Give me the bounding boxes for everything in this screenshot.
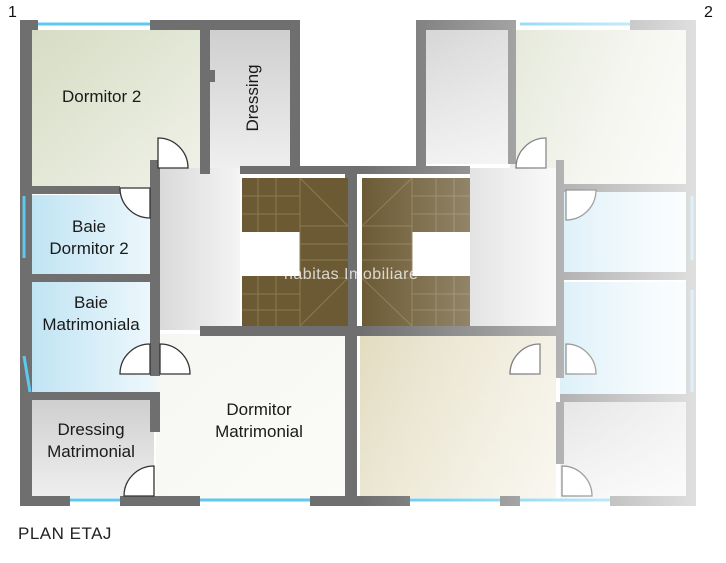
walls-left xyxy=(20,20,360,506)
stairs-left xyxy=(242,177,349,327)
hall-left-fill xyxy=(158,168,240,330)
label-dormitor-2: Dormitor 2 xyxy=(62,87,142,106)
label-dressing-matrimonial: Dressing Matrimonial xyxy=(47,420,135,461)
right-unit-fade xyxy=(360,18,726,510)
watermark: habitas Imobiliare xyxy=(284,266,419,283)
windows-left xyxy=(22,22,310,502)
label-baie-dormitor-2: Baie Dormitor 2 xyxy=(49,217,129,258)
label-baie-matrimoniala: Baie Matrimoniala xyxy=(42,293,140,334)
room-dormitor-matrimonial-fill xyxy=(156,334,350,500)
label-dressing: Dressing xyxy=(243,64,262,132)
plan-title: PLAN ETAJ xyxy=(18,524,112,543)
room-dressing-fill xyxy=(208,30,296,168)
unit-number-left: 1 xyxy=(8,4,17,21)
label-dormitor-matrimonial: Dormitor Matrimonial xyxy=(215,400,303,441)
unit-number-right: 2 xyxy=(704,4,713,21)
doors-left xyxy=(119,137,191,497)
